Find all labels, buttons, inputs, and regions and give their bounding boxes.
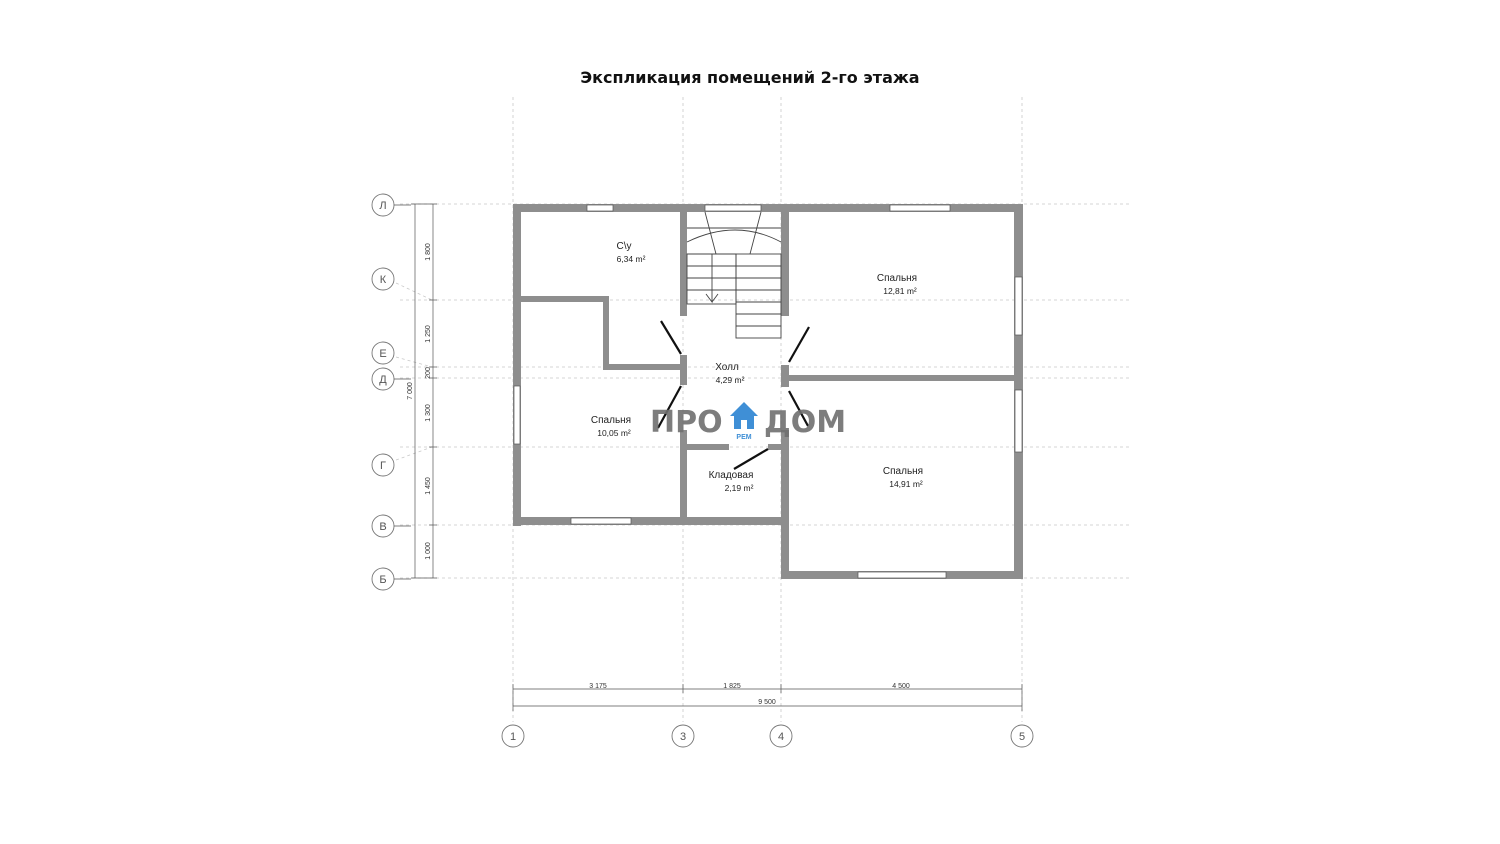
axis-row-6: Б xyxy=(379,574,386,586)
room-name-bedroom-ne: Спальня xyxy=(877,273,917,284)
house-icon xyxy=(730,402,758,429)
axis-row-1: К xyxy=(380,274,387,286)
axis-row-0: Л xyxy=(379,200,386,212)
horizontal-dimensions: 3 175 1 825 4 500 9 500 xyxy=(512,683,1023,711)
dim-v-4: 1 450 xyxy=(425,477,432,495)
axis-col-3: 5 xyxy=(1019,731,1025,743)
room-area-bedroom-ne: 12,81 m² xyxy=(883,286,917,296)
staircase xyxy=(686,211,782,339)
doors xyxy=(657,320,810,470)
dim-v-0: 1 800 xyxy=(425,243,432,261)
column-axis-markers xyxy=(501,724,1034,748)
room-name-storage: Кладовая xyxy=(709,470,754,481)
room-area-bedroom-w: 10,05 m² xyxy=(597,428,631,438)
watermark-right: ДОМ xyxy=(764,405,846,440)
axis-col-2: 4 xyxy=(778,731,784,743)
watermark-sub: РЕМ xyxy=(736,434,751,441)
plan-title: Экспликация помещений 2-го этажа xyxy=(580,68,919,87)
axis-row-5: В xyxy=(379,521,386,533)
room-area-hall: 4,29 m² xyxy=(716,375,745,385)
room-name-bedroom-w: Спальня xyxy=(591,415,631,426)
room-area-bathroom: 6,34 m² xyxy=(617,254,646,264)
dim-h-2: 4 500 xyxy=(892,683,910,690)
room-area-bedroom-se: 14,91 m² xyxy=(889,479,923,489)
room-area-storage: 2,19 m² xyxy=(725,483,754,493)
axis-row-3: Д xyxy=(379,374,387,386)
row-axis-markers xyxy=(371,193,395,591)
dim-h-total: 9 500 xyxy=(758,699,776,706)
dim-v-2: 200 xyxy=(425,367,432,379)
axis-row-2: Е xyxy=(379,348,386,360)
dim-v-1: 1 250 xyxy=(425,325,432,343)
dim-h-0: 3 175 xyxy=(589,683,607,690)
watermark: ПРО РЕМ ДОМ xyxy=(650,402,846,441)
row-axis-labels: Л К Е Д Г В Б xyxy=(379,200,411,586)
dim-v-3: 1 300 xyxy=(425,404,432,422)
room-labels: С\у 6,34 m² Спальня 12,81 m² Холл 4,29 m… xyxy=(591,241,923,493)
dim-h-1: 1 825 xyxy=(723,683,741,690)
column-axis-labels: 1 3 4 5 xyxy=(510,731,1025,743)
watermark-left: ПРО xyxy=(650,405,723,440)
room-name-bedroom-se: Спальня xyxy=(883,466,923,477)
vertical-dimensions: 1 800 1 250 200 1 300 1 450 1 000 7 000 xyxy=(407,203,437,579)
dim-v-total: 7 000 xyxy=(407,382,414,400)
axis-col-1: 3 xyxy=(680,731,686,743)
axis-col-0: 1 xyxy=(510,731,516,743)
room-name-bathroom: С\у xyxy=(617,241,632,252)
dim-v-5: 1 000 xyxy=(425,542,432,560)
room-name-hall: Холл xyxy=(715,362,739,373)
axis-row-4: Г xyxy=(380,460,386,472)
windows xyxy=(513,204,1023,579)
